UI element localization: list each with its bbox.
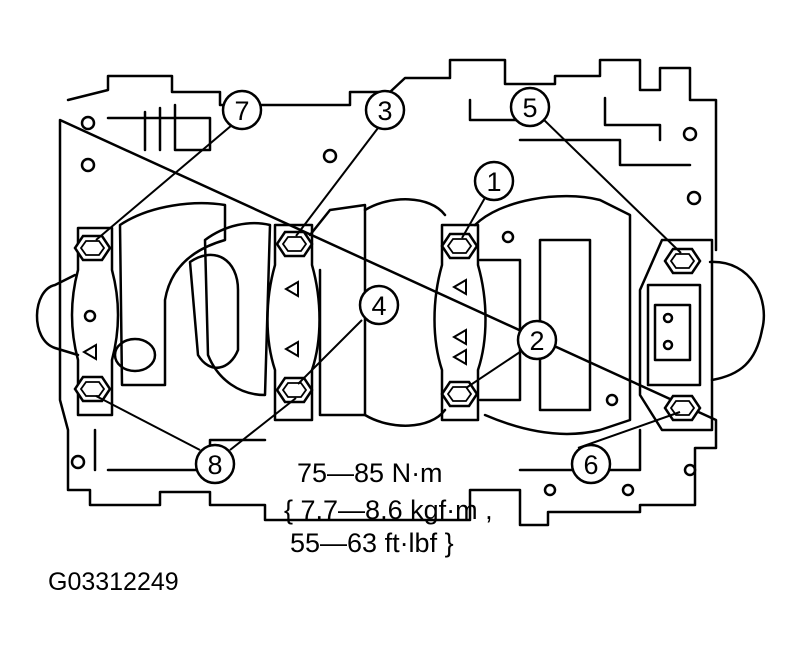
leader-7 — [95, 124, 233, 241]
callout-8-label: 8 — [207, 450, 222, 480]
block-hole — [621, 483, 635, 497]
block-hole — [605, 393, 619, 407]
crank-web-4 — [363, 198, 447, 427]
callout-8-circle — [194, 443, 236, 485]
bearing-cap-right — [638, 238, 714, 432]
block-hole — [682, 126, 698, 142]
leader-6 — [577, 411, 681, 449]
crank-nose-center — [83, 309, 97, 323]
callout-2-circle — [516, 319, 558, 361]
leader-5 — [541, 117, 682, 254]
rear-seal-plate — [646, 283, 702, 387]
cap-arrow-icon — [452, 278, 467, 296]
callout-7-circle — [221, 89, 263, 131]
leader-8b — [229, 397, 297, 451]
rear-plate-hole-2 — [662, 339, 674, 351]
block-hole — [543, 483, 557, 497]
leader-4 — [297, 319, 363, 385]
callout-6-label: 6 — [583, 450, 598, 480]
callout-3-label: 3 — [377, 96, 392, 126]
callout-6-circle — [570, 443, 612, 485]
callout-1-label: 1 — [486, 167, 501, 197]
torque-spec-nm: 75—85 N·m — [297, 458, 443, 488]
crank-nose-left — [35, 273, 80, 357]
callout-7-label: 7 — [234, 96, 249, 126]
leader-3 — [295, 127, 379, 237]
crank-web-2 — [203, 221, 272, 397]
block-hole — [70, 454, 86, 470]
callout-2-label: 2 — [529, 326, 544, 356]
cap-arrow-icon — [452, 348, 467, 366]
block-hole — [80, 115, 96, 131]
block-outline — [58, 58, 718, 527]
crank-nose-right — [708, 260, 766, 382]
callout-4-label: 4 — [371, 291, 386, 321]
cap-arrow-icon — [284, 340, 299, 358]
bearing-cap-left — [70, 226, 120, 417]
bolt-1-icon — [440, 232, 479, 260]
block-hole — [80, 157, 96, 173]
callout-4-circle — [358, 284, 400, 326]
callout-3-circle — [364, 89, 406, 131]
bearing-cap-center-left — [266, 223, 321, 422]
cap-arrow-icon — [82, 343, 97, 361]
bolt-8-left-icon — [73, 375, 112, 403]
crank-web-5 — [473, 194, 632, 436]
cap-arrow-icon — [452, 328, 467, 346]
callout-5-circle — [509, 86, 551, 128]
leader-1 — [461, 195, 487, 239]
callout-5-label: 5 — [522, 93, 537, 123]
bolt-3-icon — [275, 230, 314, 258]
rear-plate-hole — [662, 312, 674, 324]
torque-spec-kgfm: { 7.7—8.6 kgf·m , — [284, 495, 493, 525]
torque-spec-ftlbf: 55—63 ft·lbf } — [290, 528, 454, 558]
cap-arrow-icon — [284, 280, 299, 298]
callout-1-circle — [473, 160, 515, 202]
block-top-details — [106, 96, 692, 167]
block-hole — [686, 190, 702, 206]
bolt-5-icon — [663, 247, 702, 275]
leader-2 — [465, 351, 521, 389]
block-hole — [322, 148, 338, 164]
bolt-2-icon — [440, 380, 479, 408]
leader-8a — [95, 395, 201, 451]
block-hole — [501, 230, 515, 244]
block-hole — [683, 463, 697, 477]
bearing-cap-center-right — [433, 223, 487, 422]
figure-code: G03312249 — [48, 568, 179, 596]
crank-web-1 — [118, 201, 227, 387]
crank-pin-1 — [113, 337, 157, 373]
crank-throw-1 — [188, 253, 240, 369]
